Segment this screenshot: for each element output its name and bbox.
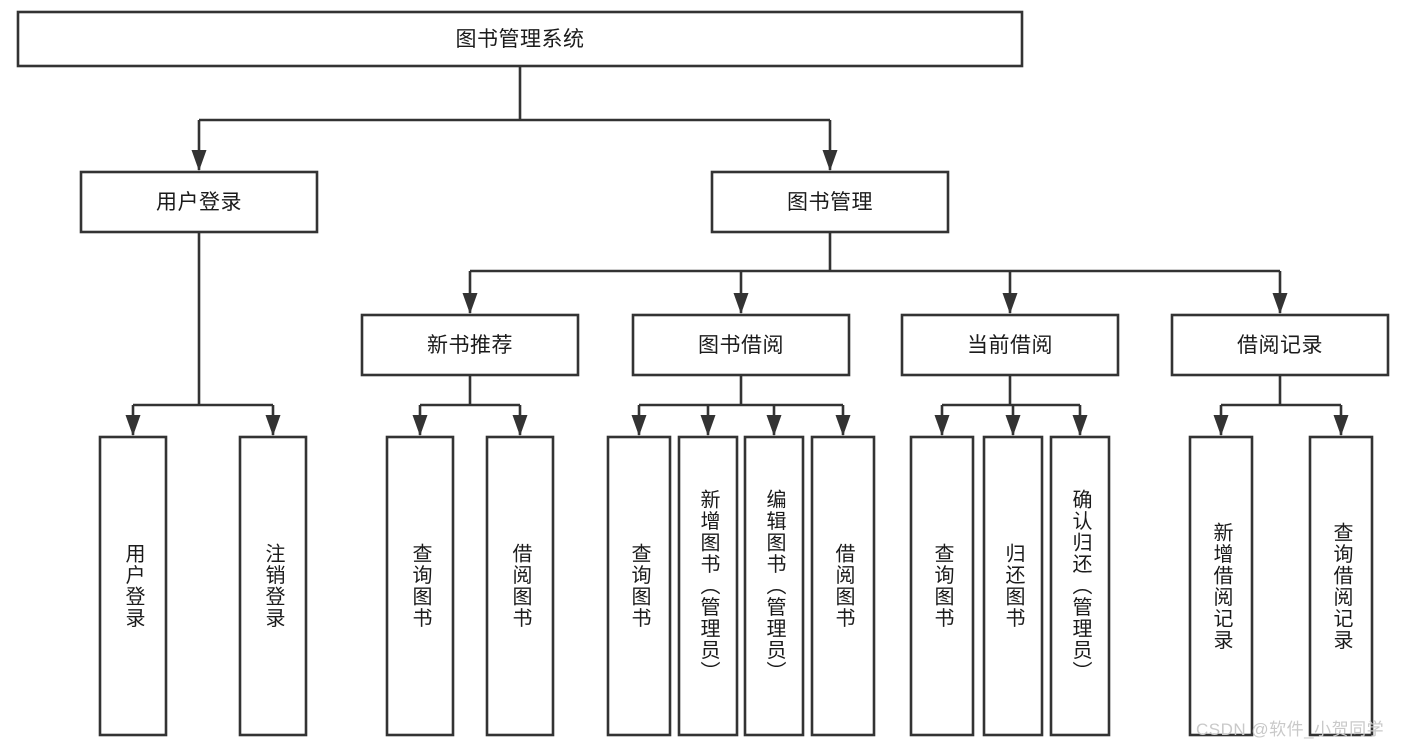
- connector-edges: [125, 66, 1349, 436]
- arrow-head-icon: [1333, 415, 1349, 436]
- arrow-head-icon: [631, 415, 647, 436]
- leaf-node-box[interactable]: [982, 435, 1044, 737]
- leaf-node-box[interactable]: [98, 435, 168, 737]
- leaf-node-box[interactable]: [606, 435, 672, 737]
- arrow-head-icon: [733, 293, 749, 314]
- leaf-node-box[interactable]: [677, 435, 739, 737]
- arrow-head-icon: [1213, 415, 1229, 436]
- leaf-node-box[interactable]: [1308, 435, 1374, 737]
- arrow-head-icon: [1005, 415, 1021, 436]
- level3-node-box[interactable]: [900, 313, 1120, 377]
- arrow-head-icon: [412, 415, 428, 436]
- arrow-head-icon: [125, 415, 141, 436]
- leaf-node-box[interactable]: [1188, 435, 1254, 737]
- level2-node-box[interactable]: [710, 170, 950, 234]
- leaf-node-box[interactable]: [909, 435, 975, 737]
- arrow-head-icon: [1072, 415, 1088, 436]
- arrow-head-icon: [1002, 293, 1018, 314]
- level3-node-box[interactable]: [631, 313, 851, 377]
- level2-node-box[interactable]: [79, 170, 319, 234]
- arrow-head-icon: [512, 415, 528, 436]
- arrow-head-icon: [934, 415, 950, 436]
- level3-node-box[interactable]: [360, 313, 580, 377]
- arrow-head-icon: [766, 415, 782, 436]
- arrow-head-icon: [835, 415, 851, 436]
- arrow-head-icon: [700, 415, 716, 436]
- root-node-box[interactable]: [16, 10, 1024, 68]
- leaf-node-box[interactable]: [743, 435, 805, 737]
- leaf-node-box[interactable]: [810, 435, 876, 737]
- leaf-node-box[interactable]: [1049, 435, 1111, 737]
- level3-node-box[interactable]: [1170, 313, 1390, 377]
- arrow-head-icon: [191, 150, 207, 171]
- arrow-head-icon: [1272, 293, 1288, 314]
- leaf-node-box[interactable]: [238, 435, 308, 737]
- arrow-head-icon: [822, 150, 838, 171]
- arrow-head-icon: [265, 415, 281, 436]
- leaf-node-box[interactable]: [485, 435, 555, 737]
- csdn-watermark: CSDN @软件_小贺同学: [1196, 720, 1385, 739]
- node-boxes: [16, 10, 1390, 737]
- arrow-head-icon: [462, 293, 478, 314]
- leaf-node-box[interactable]: [385, 435, 455, 737]
